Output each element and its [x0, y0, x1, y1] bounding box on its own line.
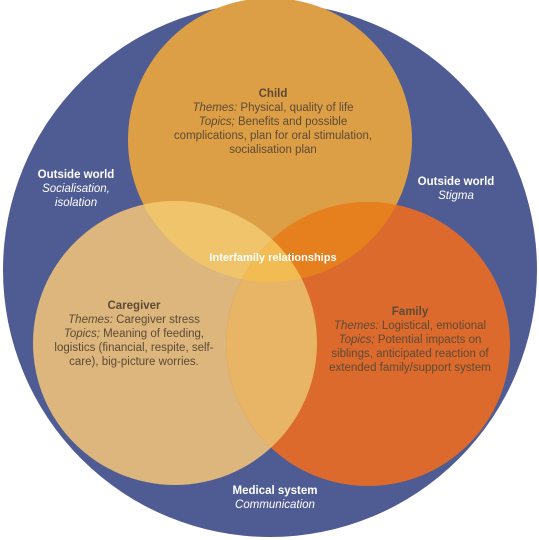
child-text: Child Themes: Physical, quality of life …	[170, 87, 376, 157]
caregiver-themes: Themes: Caregiver stress	[68, 314, 200, 326]
outside-world-right-detail: Stigma	[438, 190, 474, 202]
outside-world-left-label: Outside world Socialisation, isolation	[26, 168, 126, 210]
outside-world-right-label: Outside world Stigma	[406, 175, 506, 203]
medical-system-title: Medical system	[232, 485, 318, 497]
center-overlap	[226, 202, 317, 282]
child-themes: Themes: Physical, quality of life	[192, 102, 354, 114]
family-text: Family Themes: Logistical, emotional Top…	[318, 305, 502, 375]
caregiver-title: Caregiver	[107, 300, 161, 312]
caregiver-text: Caregiver Themes: Caregiver stress Topic…	[44, 299, 224, 369]
caregiver-topics: Topics; Meaning of feeding, logistics (f…	[54, 328, 214, 368]
medical-system-detail: Communication	[235, 499, 315, 511]
outside-world-right-title: Outside world	[417, 176, 495, 188]
interfamily-relationships-label: Interfamily relationships	[209, 252, 337, 264]
family-topics: Topics; Potential impacts on siblings, a…	[329, 334, 491, 374]
outside-world-left-detail: Socialisation, isolation	[42, 183, 110, 209]
child-title: Child	[258, 88, 288, 100]
family-themes: Themes: Logistical, emotional	[333, 320, 487, 332]
outside-world-left-title: Outside world	[37, 169, 115, 181]
medical-system-label: Medical system Communication	[205, 484, 345, 512]
child-topics: Topics; Benefits and possible complicati…	[173, 116, 373, 156]
family-title: Family	[391, 306, 429, 318]
